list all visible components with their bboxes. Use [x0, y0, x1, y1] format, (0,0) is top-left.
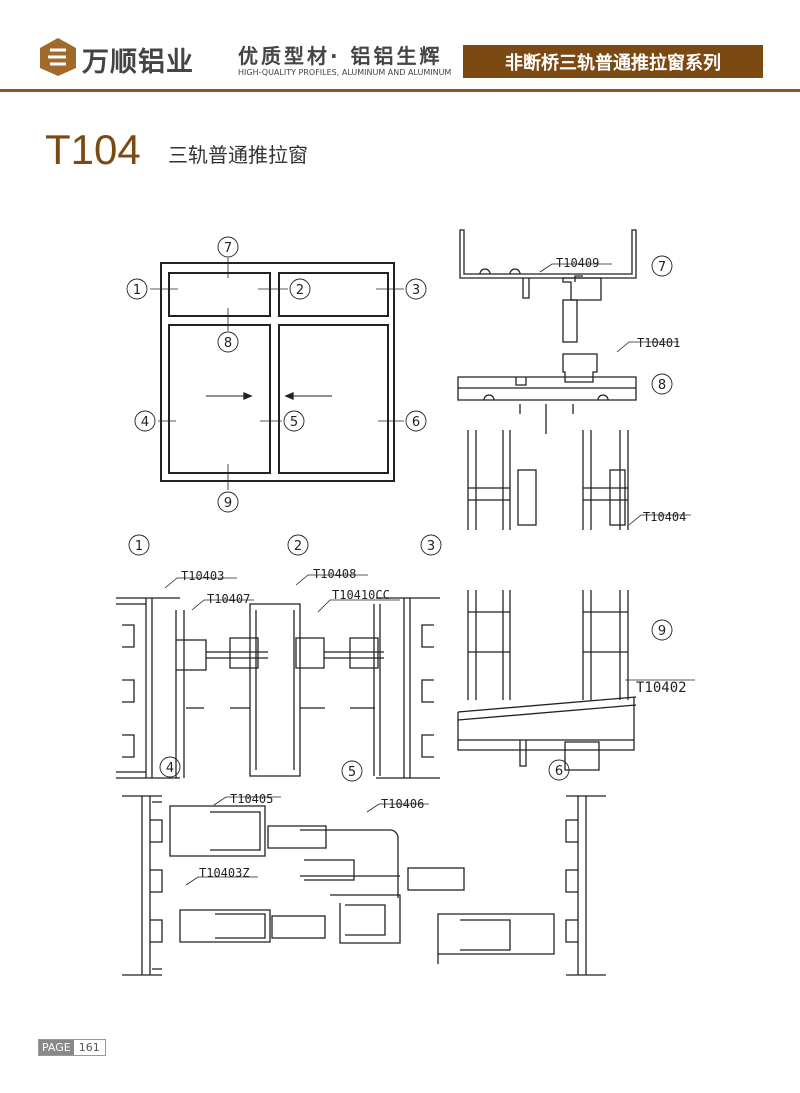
- section-middle-left: [116, 597, 440, 779]
- marker-2: 2: [296, 283, 304, 298]
- section-upper-right: [457, 229, 637, 530]
- section-marker-3: 3: [427, 539, 435, 554]
- profile-label: T10409: [556, 256, 599, 270]
- marker-3: 3: [412, 283, 420, 298]
- page-number: 161: [78, 1041, 100, 1054]
- header-divider: [0, 89, 800, 92]
- section-marker-4: 4: [166, 761, 174, 776]
- marker-6: 6: [412, 415, 420, 430]
- profile-label: T10408: [313, 567, 356, 581]
- marker-8: 8: [224, 336, 232, 351]
- section-marker-9: 9: [658, 624, 666, 639]
- section-marker-8: 8: [658, 378, 666, 393]
- marker-4: 4: [141, 415, 149, 430]
- profile-label: T10406: [381, 797, 424, 811]
- brand-name: 万顺铝业: [82, 47, 194, 78]
- section-marker-2: 2: [294, 539, 302, 554]
- profile-label: T10403: [181, 569, 224, 583]
- section-marker-6: 6: [555, 764, 563, 779]
- profile-label: T10410CC: [332, 588, 390, 602]
- series-banner: 非断桥三轨普通推拉窗系列: [463, 45, 763, 78]
- profile-label: T10402: [636, 680, 687, 696]
- profile-label: T10403Z: [199, 866, 250, 880]
- slogan: 优质型材· 铝铝生辉: [238, 44, 443, 68]
- brand-logo-icon: [40, 38, 76, 76]
- profile-label: T10407: [207, 592, 250, 606]
- profile-label: T10404: [643, 510, 686, 524]
- section-marker-1: 1: [135, 539, 143, 554]
- marker-7: 7: [224, 241, 232, 256]
- section-marker-7: 7: [658, 260, 666, 275]
- window-elevation: [150, 258, 404, 490]
- marker-9: 9: [224, 496, 232, 511]
- page-label: PAGE: [39, 1040, 74, 1055]
- profile-label: T10405: [230, 792, 273, 806]
- profile-label: T10401: [637, 336, 680, 350]
- marker-1: 1: [133, 283, 141, 298]
- slogan-english: HIGH-QUALITY PROFILES, ALUMINUM AND ALUM…: [238, 68, 452, 77]
- section-lower-right: [457, 590, 637, 771]
- section-marker-5: 5: [348, 765, 356, 780]
- section-bottom: [122, 795, 606, 976]
- marker-5: 5: [290, 415, 298, 430]
- model-number: T104: [45, 126, 141, 173]
- model-name: 三轨普通推拉窗: [168, 143, 308, 167]
- page-indicator: PAGE 161: [38, 1039, 106, 1056]
